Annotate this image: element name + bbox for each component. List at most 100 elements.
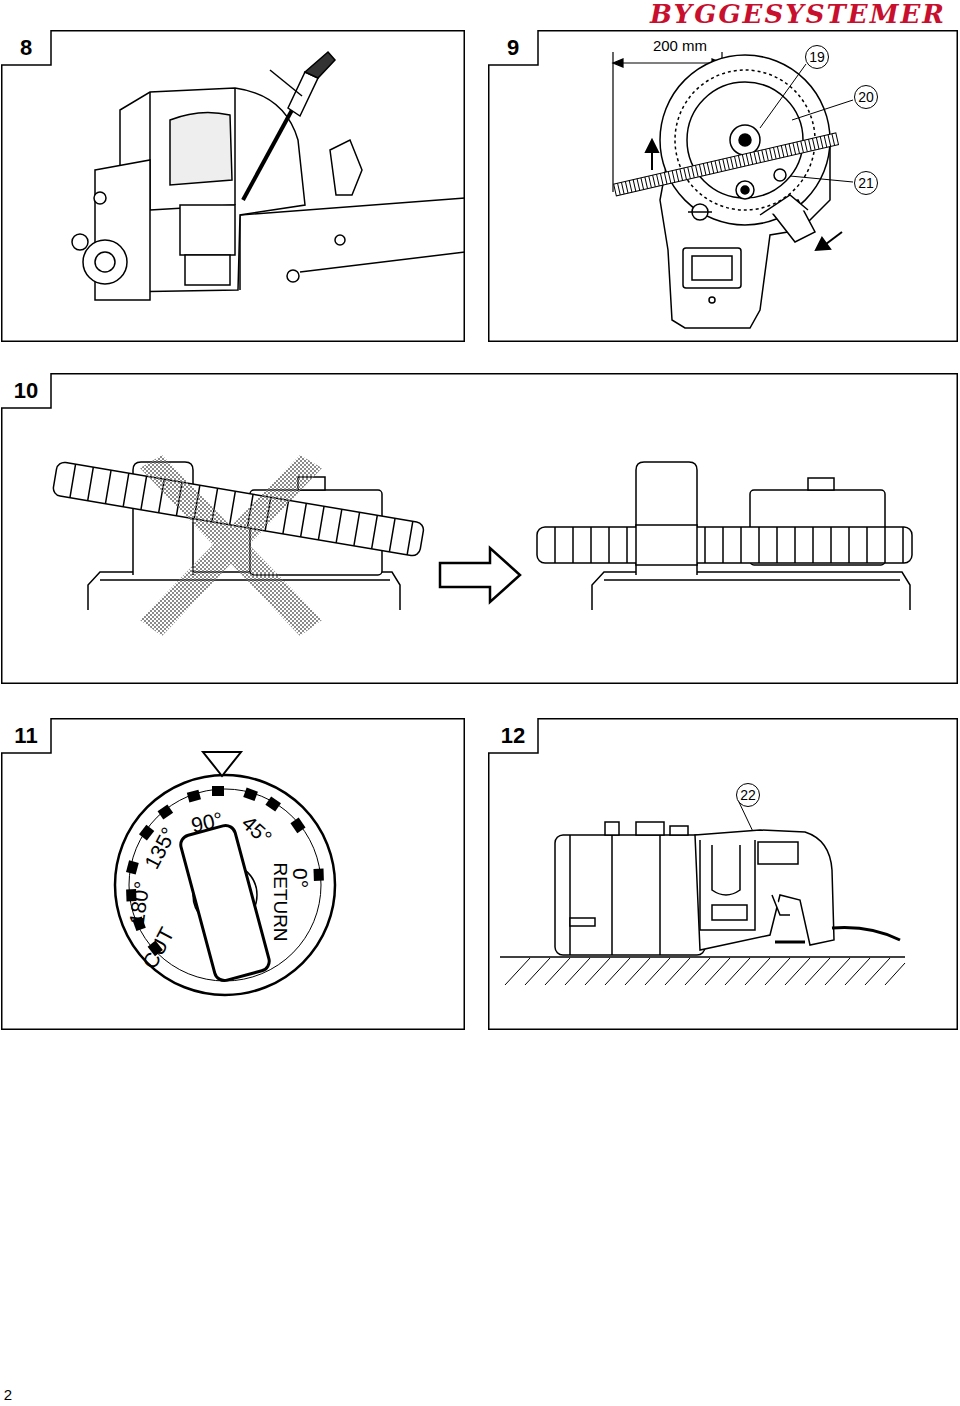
bender-drawing <box>660 55 830 328</box>
tool-head-drawing <box>185 255 230 285</box>
leader-line <box>792 100 853 120</box>
rebar <box>618 134 835 195</box>
callout-number: 22 <box>736 783 760 807</box>
bender-tool <box>570 918 595 926</box>
floor <box>500 956 905 958</box>
bender-side-view <box>808 478 834 490</box>
bender-drawing <box>760 195 808 215</box>
dial-label: 135° <box>141 824 180 872</box>
bender-tool <box>775 941 805 944</box>
bender-tool <box>555 822 900 955</box>
callout-number: 20 <box>854 85 878 109</box>
angle-dial <box>139 825 154 841</box>
leader-line <box>790 176 853 182</box>
wrong-mark <box>140 455 322 636</box>
tool-head-drawing <box>72 234 88 250</box>
panel-frame <box>488 30 958 342</box>
bender-tool <box>695 830 834 950</box>
bender-tool <box>700 840 755 930</box>
angle-dial <box>203 752 241 776</box>
tool-head-drawing <box>94 192 106 204</box>
watermark: BYGGESYSTEMER <box>650 1 946 27</box>
page-number: 2 <box>4 1387 12 1402</box>
screwdriver <box>288 72 318 116</box>
bender-drawing <box>675 70 815 210</box>
tool-head-drawing <box>180 205 235 255</box>
screwdriver <box>305 52 335 78</box>
figure-panel: 11 <box>1 718 465 1030</box>
rebar-level <box>537 527 912 563</box>
panel-frame <box>2 374 958 684</box>
tool-head-drawing <box>83 240 127 284</box>
angle-dial <box>148 941 163 957</box>
bender-tool <box>636 822 664 835</box>
angle-dial <box>132 916 146 931</box>
callout-number: 19 <box>805 45 829 69</box>
bender-drawing <box>709 297 715 303</box>
panel-frame <box>1 373 958 684</box>
panel-frame <box>488 718 958 1030</box>
figure-panel: 12 22 <box>488 718 958 1030</box>
rebar-level <box>555 527 903 563</box>
bender-side-view <box>636 462 697 575</box>
dimension-label: 200 mm <box>650 38 710 53</box>
rebar <box>614 133 839 196</box>
bender-tool <box>605 822 619 835</box>
screwdriver <box>243 52 335 200</box>
figure-number: 12 <box>488 718 538 753</box>
tool-head-drawing <box>72 88 465 300</box>
tool-head-drawing <box>170 112 232 185</box>
figure-number: 8 <box>1 30 51 65</box>
bender-drawing <box>692 256 732 280</box>
angle-dial <box>265 796 281 811</box>
bender-tool <box>772 895 790 915</box>
dial-label: RETURN <box>271 862 290 941</box>
bender-tool <box>712 905 747 920</box>
dial-label: 90° <box>189 808 224 835</box>
panel-frame <box>2 31 465 342</box>
tool-head-drawing <box>330 140 362 195</box>
bender-side-view <box>100 579 390 581</box>
panel-frame <box>2 719 465 1030</box>
bender-drawing <box>739 134 751 146</box>
floor <box>500 957 905 985</box>
bender-drawing <box>687 82 803 198</box>
bender-drawing <box>741 186 749 194</box>
angle-dial <box>115 752 335 995</box>
bender-drawing <box>774 169 786 181</box>
tool-head-drawing <box>150 88 235 210</box>
bender-tool <box>570 835 660 955</box>
figure-panel: 9192021 <box>488 30 958 342</box>
angle-dial <box>187 790 201 803</box>
angle-dial <box>243 788 258 802</box>
angle-dial <box>158 804 174 819</box>
figure-number: 9 <box>488 30 538 65</box>
bender-tool <box>555 835 705 955</box>
panel-frame <box>1 718 465 1030</box>
bender-drawing <box>736 181 754 199</box>
bender-tool <box>670 826 688 835</box>
angle-dial <box>313 869 323 881</box>
tool-head-drawing <box>240 198 465 290</box>
wrong-mark <box>140 455 322 636</box>
figure-panel: 10 <box>1 373 958 684</box>
angle-dial <box>115 775 335 995</box>
rebar <box>614 133 839 196</box>
bender-drawing <box>688 211 712 213</box>
angle-dial <box>290 818 305 834</box>
motion-arrow <box>816 238 830 250</box>
panel-frame <box>1 30 465 342</box>
motion-arrow <box>646 140 842 250</box>
angle-dial <box>179 823 272 982</box>
direction-arrow <box>440 548 520 602</box>
bender-side-view <box>88 572 400 610</box>
bender-side-view <box>604 579 900 581</box>
callout-text: 22 <box>740 788 756 802</box>
bender-drawing <box>730 125 760 155</box>
bender-tool <box>712 845 740 895</box>
dial-label: 0° <box>290 868 311 888</box>
tool-head-drawing <box>335 235 345 245</box>
motion-arrow <box>646 140 658 152</box>
angle-dial <box>126 860 139 874</box>
screwdriver <box>270 70 302 96</box>
